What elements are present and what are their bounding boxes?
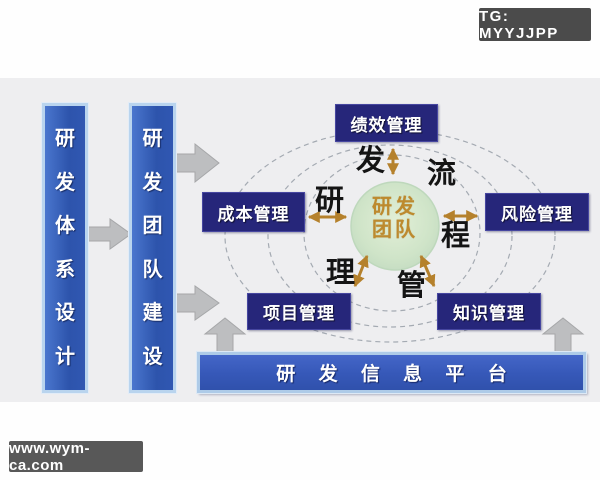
- link-core-project: [353, 254, 369, 288]
- orbit-ellipse-middle: [267, 144, 513, 328]
- box-performance-management: 绩效管理: [335, 104, 438, 142]
- pillar-char: 发: [142, 171, 163, 194]
- box-cost-management: 成本管理: [202, 192, 305, 232]
- ring-char-li: 理: [326, 255, 356, 289]
- tg-badge: TG: MYYJJPP: [479, 7, 591, 42]
- box-label: 知识管理: [453, 304, 525, 323]
- watermark-badge: www.wym-ca.com: [9, 439, 143, 474]
- tg-badge-text: TG: MYYJJPP: [479, 7, 559, 42]
- diagram-panel: 研 发 体 系 设 计 研 发 团 队 建 设 绩效管理 成本管理 风险管理 项…: [0, 78, 600, 402]
- ring-char-liu: 流: [427, 156, 457, 190]
- arrow-platform-up-left: [203, 317, 247, 357]
- platform-label: 研 发 信 息 平 台: [276, 364, 516, 385]
- pillar-char: 设: [142, 345, 163, 368]
- box-knowledge-management: 知识管理: [437, 293, 541, 330]
- box-label: 成本管理: [217, 204, 290, 224]
- box-label: 风险管理: [501, 204, 573, 224]
- pillar-rd-team-building: 研 发 团 队 建 设: [129, 103, 176, 393]
- pillar-char: 队: [142, 258, 163, 281]
- arrow-pillar2-to-rings-lower: [171, 285, 220, 321]
- arrow-pillar1-to-pillar2: [86, 218, 132, 250]
- ring-char-guan: 管: [397, 268, 427, 302]
- arrow-pillar2-to-rings-upper: [171, 142, 220, 184]
- core-team-circle: [350, 181, 440, 271]
- box-label: 绩效管理: [350, 115, 423, 135]
- pillar-char: 研: [55, 128, 75, 151]
- box-project-management: 项目管理: [247, 293, 351, 330]
- arrow-platform-up-right: [541, 317, 585, 357]
- pillar-rd-system-design: 研 发 体 系 设 计: [42, 103, 88, 393]
- pillar-char: 系: [55, 258, 75, 281]
- core-team-line1: 研发: [372, 196, 418, 218]
- watermark-text: www.wym-ca.com: [9, 439, 90, 474]
- pillar-char: 体: [55, 215, 75, 238]
- box-label: 项目管理: [263, 304, 335, 323]
- core-team-label: 研发 团队: [351, 196, 439, 242]
- ring-char-fa: 发: [356, 143, 386, 177]
- platform-bar: 研 发 信 息 平 台: [197, 352, 586, 393]
- diagram-vector-layer: [86, 129, 585, 357]
- ring-char-yan: 研: [315, 183, 345, 217]
- ring-char-cheng: 程: [441, 218, 471, 252]
- link-core-knowledge: [419, 254, 436, 288]
- pillar-char: 建: [142, 302, 163, 325]
- box-risk-management: 风险管理: [485, 193, 589, 231]
- core-team-line2: 团队: [372, 219, 418, 241]
- orbit-ellipse-outer: [224, 129, 556, 343]
- pillar-char: 设: [55, 302, 75, 325]
- pillar-char: 计: [55, 345, 75, 368]
- pillar-char: 发: [55, 171, 75, 194]
- pillar-char: 研: [142, 128, 163, 151]
- pillar-char: 团: [142, 215, 163, 238]
